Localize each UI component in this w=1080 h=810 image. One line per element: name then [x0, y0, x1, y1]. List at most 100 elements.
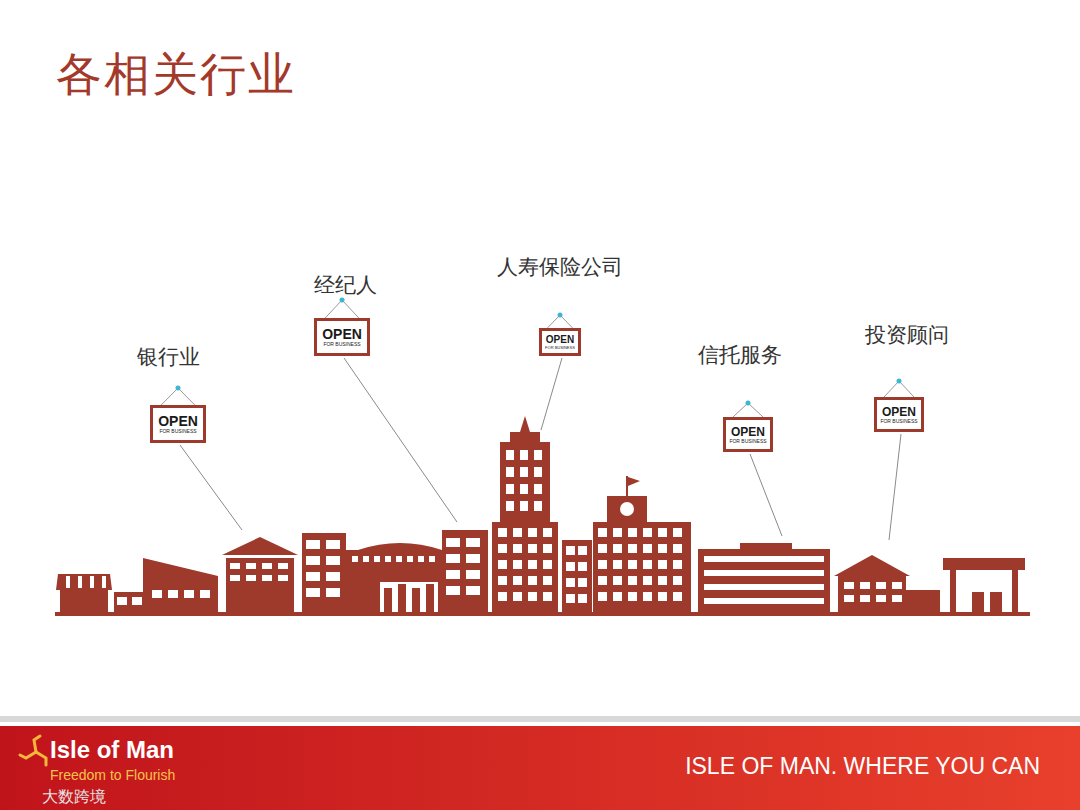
window: [246, 563, 256, 569]
open-sign: 经纪人OPENFOR BUSINESS: [314, 318, 370, 356]
window: [613, 592, 622, 601]
window: [543, 544, 552, 553]
window: [446, 570, 460, 579]
spire: [520, 416, 530, 432]
window: [643, 576, 652, 585]
pump: [990, 592, 1002, 612]
window: [534, 467, 542, 477]
house-roof: [222, 537, 298, 555]
window: [876, 595, 886, 602]
window: [598, 528, 607, 537]
window: [643, 560, 652, 569]
industry-label: 人寿保险公司: [497, 256, 623, 279]
clock-tower: [607, 496, 647, 522]
window: [446, 554, 460, 563]
logo-tagline: Freedom to Flourish: [50, 768, 175, 783]
window: [844, 595, 854, 602]
industry-label: 经纪人: [314, 274, 377, 297]
window: [306, 588, 320, 597]
window: [326, 588, 340, 597]
page-title: 各相关行业: [56, 44, 296, 106]
window: [385, 556, 391, 562]
window: [704, 556, 824, 562]
window: [566, 594, 575, 603]
clock-building: [593, 522, 691, 612]
window: [326, 540, 340, 549]
open-sign: 人寿保险公司OPENFOR BUSINESS: [539, 328, 581, 356]
window: [628, 528, 637, 537]
window: [466, 586, 480, 595]
window: [498, 544, 507, 553]
leader-line: [889, 434, 901, 540]
window: [278, 563, 288, 569]
window: [543, 528, 552, 537]
window: [704, 598, 824, 604]
window: [352, 556, 358, 562]
window: [506, 501, 514, 511]
sign-subtext: FOR BUSINESS: [545, 346, 575, 350]
leader-line: [344, 358, 457, 522]
pump: [972, 592, 984, 612]
window: [278, 575, 288, 581]
window: [326, 556, 340, 565]
window: [262, 563, 272, 569]
flag: [628, 477, 640, 486]
window: [566, 562, 575, 571]
sign-word: OPEN: [882, 406, 916, 418]
sign-word: OPEN: [322, 327, 362, 341]
window: [132, 597, 142, 605]
window: [446, 586, 460, 595]
industry-label: 银行业: [137, 346, 200, 369]
open-sign: 银行业OPENFOR BUSINESS: [150, 405, 206, 443]
shop-awning: [56, 574, 112, 590]
wide-building: [698, 549, 830, 612]
window: [513, 560, 522, 569]
window: [613, 560, 622, 569]
window: [860, 595, 870, 602]
window: [598, 544, 607, 553]
sign-nail: [746, 401, 751, 406]
window: [466, 554, 480, 563]
sign-nail: [176, 386, 181, 391]
window: [658, 592, 667, 601]
window: [152, 590, 162, 598]
footer-band: [0, 726, 1080, 810]
window: [506, 467, 514, 477]
sign-string: [161, 388, 195, 405]
sign-subtext: FOR BUSINESS: [323, 342, 360, 347]
window: [513, 592, 522, 601]
window: [326, 572, 340, 581]
window: [673, 528, 682, 537]
flag-pole: [626, 476, 628, 498]
leader-line: [180, 445, 242, 530]
shed: [143, 558, 218, 612]
window: [498, 592, 507, 601]
window: [513, 544, 522, 553]
window: [117, 597, 127, 605]
window: [658, 528, 667, 537]
window: [643, 544, 652, 553]
window: [306, 572, 320, 581]
window: [513, 528, 522, 537]
house: [838, 576, 906, 612]
window: [673, 544, 682, 553]
window: [230, 563, 240, 569]
window: [374, 556, 380, 562]
sign-subtext: FOR BUSINESS: [880, 419, 917, 424]
window: [528, 544, 537, 553]
window: [528, 528, 537, 537]
window: [860, 582, 870, 589]
sign-word: OPEN: [731, 426, 765, 438]
window: [578, 546, 587, 555]
office: [562, 540, 592, 612]
separator: [0, 716, 1080, 722]
window: [643, 528, 652, 537]
window: [498, 576, 507, 585]
dome: [358, 543, 442, 550]
window: [520, 450, 528, 460]
window: [643, 592, 652, 601]
sign-word: OPEN: [158, 414, 198, 428]
window: [306, 540, 320, 549]
slogan: ISLE OF MAN. WHERE YOU CAN: [685, 754, 1040, 779]
window: [598, 576, 607, 585]
